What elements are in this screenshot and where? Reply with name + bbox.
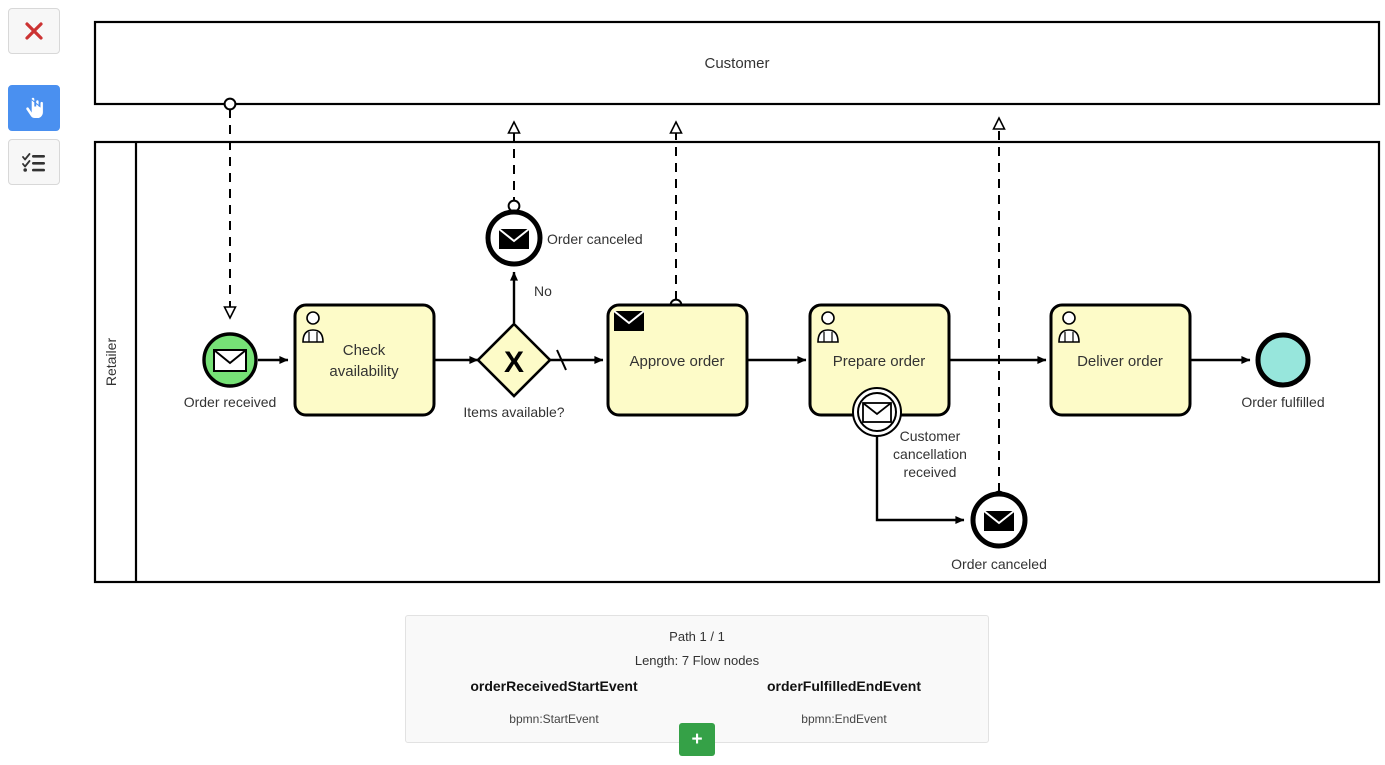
path-start-node[interactable]: orderReceivedStartEvent bpmn:StartEvent: [424, 678, 684, 726]
hand-pointer-icon: [25, 96, 44, 119]
path-start-id: orderReceivedStartEvent: [470, 678, 638, 694]
event-order-fulfilled-label: Order fulfilled: [1241, 394, 1324, 410]
pool-retailer-label: Retailer: [103, 338, 119, 387]
flow-label-no: No: [534, 283, 552, 299]
checklist-button[interactable]: [8, 139, 60, 185]
path-counter: Path 1 / 1: [669, 629, 725, 644]
bpmn-canvas[interactable]: Customer Retailer: [0, 0, 1385, 605]
path-end-id: orderFulfilledEndEvent: [766, 678, 921, 694]
user-task-icon: [1058, 311, 1080, 343]
boundary-label-1: Customer: [900, 428, 961, 444]
task-approve-order[interactable]: Approve order: [606, 303, 749, 417]
message-envelope-icon: [213, 349, 247, 372]
message-envelope-filled-icon: [983, 510, 1015, 531]
message-flow-order-canceled-1[interactable]: [509, 122, 520, 213]
task-deliver-order-label: Deliver order: [1077, 353, 1163, 370]
event-order-received[interactable]: Order received: [184, 332, 277, 410]
task-check-availability-label-2: availability: [329, 363, 399, 380]
event-order-fulfilled[interactable]: Order fulfilled: [1241, 332, 1325, 410]
pool-customer-label: Customer: [704, 55, 769, 72]
flow-boundary-to-canceled[interactable]: [875, 436, 965, 524]
message-flow-order-placed[interactable]: [225, 97, 236, 318]
message-envelope-filled-icon: [498, 228, 530, 249]
gateway-items-available[interactable]: X Items available?: [463, 322, 565, 420]
user-task-icon: [302, 311, 324, 343]
task-deliver-order[interactable]: Deliver order: [1049, 303, 1192, 417]
task-check-availability[interactable]: Check availability: [293, 303, 436, 417]
checklist-icon: [22, 153, 45, 172]
close-x-icon: [25, 22, 43, 40]
task-check-availability-label-1: Check: [343, 342, 386, 359]
default-flow-marker: [556, 349, 567, 371]
path-info-panel: Path 1 / 1 Length: 7 Flow nodes orderRec…: [405, 615, 989, 743]
send-task-icon: [613, 310, 645, 331]
task-approve-order-label: Approve order: [629, 353, 724, 370]
sequence-flows: No: [258, 271, 1251, 524]
message-envelope-icon: [862, 402, 892, 423]
event-order-received-label: Order received: [184, 394, 277, 410]
boundary-label-2: cancellation: [893, 446, 967, 462]
path-end-type: bpmn:EndEvent: [801, 712, 887, 726]
left-toolbar: [8, 8, 62, 185]
pool-customer[interactable]: Customer: [93, 20, 1381, 106]
hand-tool-button[interactable]: [8, 85, 60, 131]
close-button[interactable]: [8, 8, 60, 54]
event-order-canceled-1[interactable]: Order canceled: [485, 209, 643, 267]
gateway-x-icon: X: [504, 346, 524, 379]
event-order-canceled-2-label: Order canceled: [951, 556, 1047, 572]
path-start-type: bpmn:StartEvent: [509, 712, 599, 726]
task-prepare-order[interactable]: Prepare order: [808, 303, 951, 417]
gateway-items-available-label: Items available?: [463, 404, 564, 420]
event-order-canceled-2[interactable]: Order canceled: [951, 491, 1047, 572]
user-task-icon: [817, 311, 839, 343]
boundary-label-3: received: [904, 464, 957, 480]
add-path-button[interactable]: +: [679, 723, 715, 756]
event-order-canceled-1-label: Order canceled: [547, 231, 643, 247]
task-prepare-order-label: Prepare order: [833, 353, 926, 370]
event-customer-cancellation-boundary[interactable]: Customer cancellation received: [852, 387, 967, 480]
path-length: Length: 7 Flow nodes: [634, 653, 760, 668]
path-end-node[interactable]: orderFulfilledEndEvent bpmn:EndEvent: [714, 678, 974, 726]
